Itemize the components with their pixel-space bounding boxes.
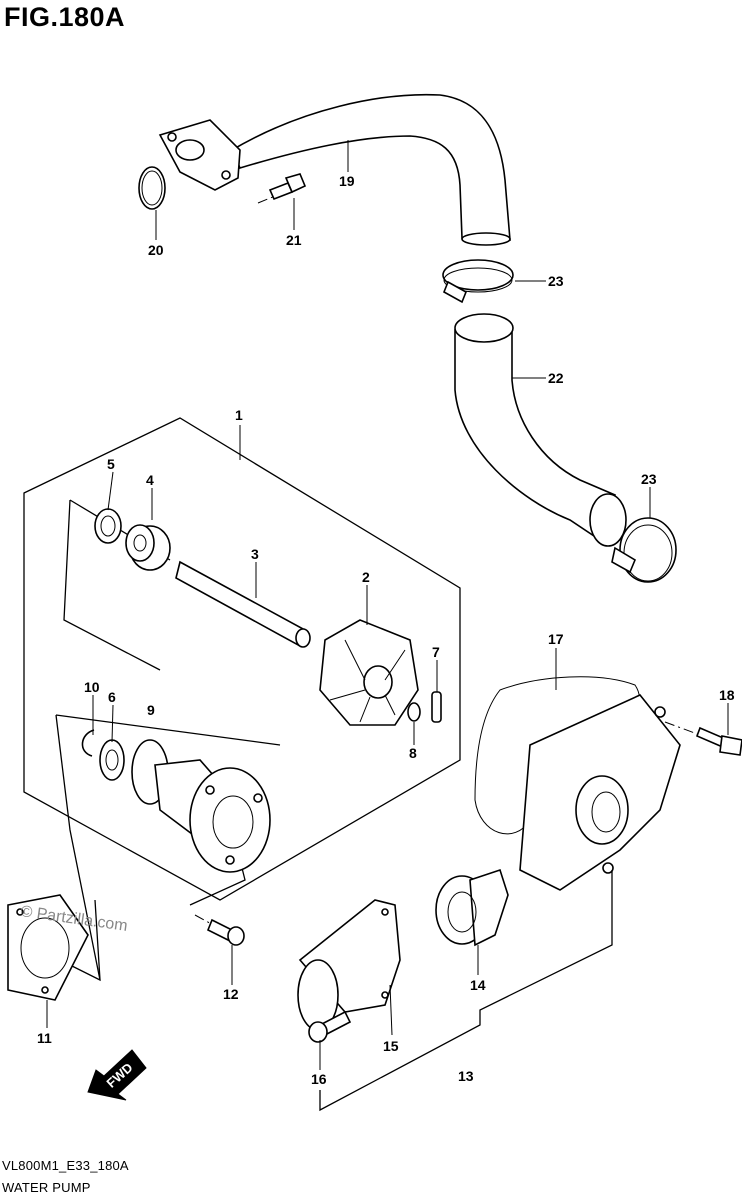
bolt-16 [308,1010,352,1043]
callout-22: 22 [548,370,564,386]
callout-19: 19 [339,173,355,189]
callout-12: 12 [223,986,239,1002]
washer-8 [407,702,421,722]
callout-20: 20 [148,242,164,258]
callout-21: 21 [286,232,302,248]
pump-cover [519,694,681,891]
callout-18: 18 [719,687,735,703]
water-hose-22 [454,313,627,547]
callout-23-lower: 23 [641,471,657,487]
callout-13: 13 [458,1068,474,1084]
screw-12 [194,914,245,946]
pin-7 [431,691,442,723]
oil-seal-5 [94,508,122,544]
impeller-2 [319,619,419,726]
impeller-shaft-3 [175,560,311,648]
figure-name: WATER PUMP [2,1180,91,1195]
hose-clamp-23-upper [442,259,514,304]
figure-code: VL800M1_E33_180A [2,1158,129,1173]
fwd-arrow-icon: FWD [87,1049,147,1101]
callout-3: 3 [251,546,259,562]
callout-9: 9 [147,702,155,718]
callout-7: 7 [432,644,440,660]
callout-8: 8 [409,745,417,761]
mechanical-seal-4 [125,524,171,571]
callout-6: 6 [108,689,116,705]
gasket-11 [7,894,89,1001]
assembly-outline-1 [23,417,461,901]
water-pipe-19 [158,93,511,246]
thermostat-14 [435,868,509,947]
callout-14: 14 [470,977,486,993]
callout-17: 17 [548,631,564,647]
group-bracket-13 [319,870,613,1112]
circlip-10 [81,729,95,757]
callout-11: 11 [37,1030,52,1046]
bearing-6 [99,739,125,781]
callout-2: 2 [362,569,370,585]
hose-clamp-23-lower [611,517,677,583]
callout-1: 1 [235,407,243,423]
callout-16: 16 [311,1071,327,1087]
pump-case-9 [131,739,271,873]
callout-23-upper: 23 [548,273,564,289]
thermostat-cover-15 [297,899,401,1031]
figure-title: FIG.180A [4,2,126,32]
o-ring-20 [138,166,166,210]
callout-5: 5 [107,456,115,472]
bolt-18 [664,721,742,756]
callout-4: 4 [146,472,154,488]
leader-lines [46,140,729,1070]
callout-15: 15 [383,1038,399,1054]
callout-10: 10 [84,679,100,695]
bolt-21 [257,173,307,204]
